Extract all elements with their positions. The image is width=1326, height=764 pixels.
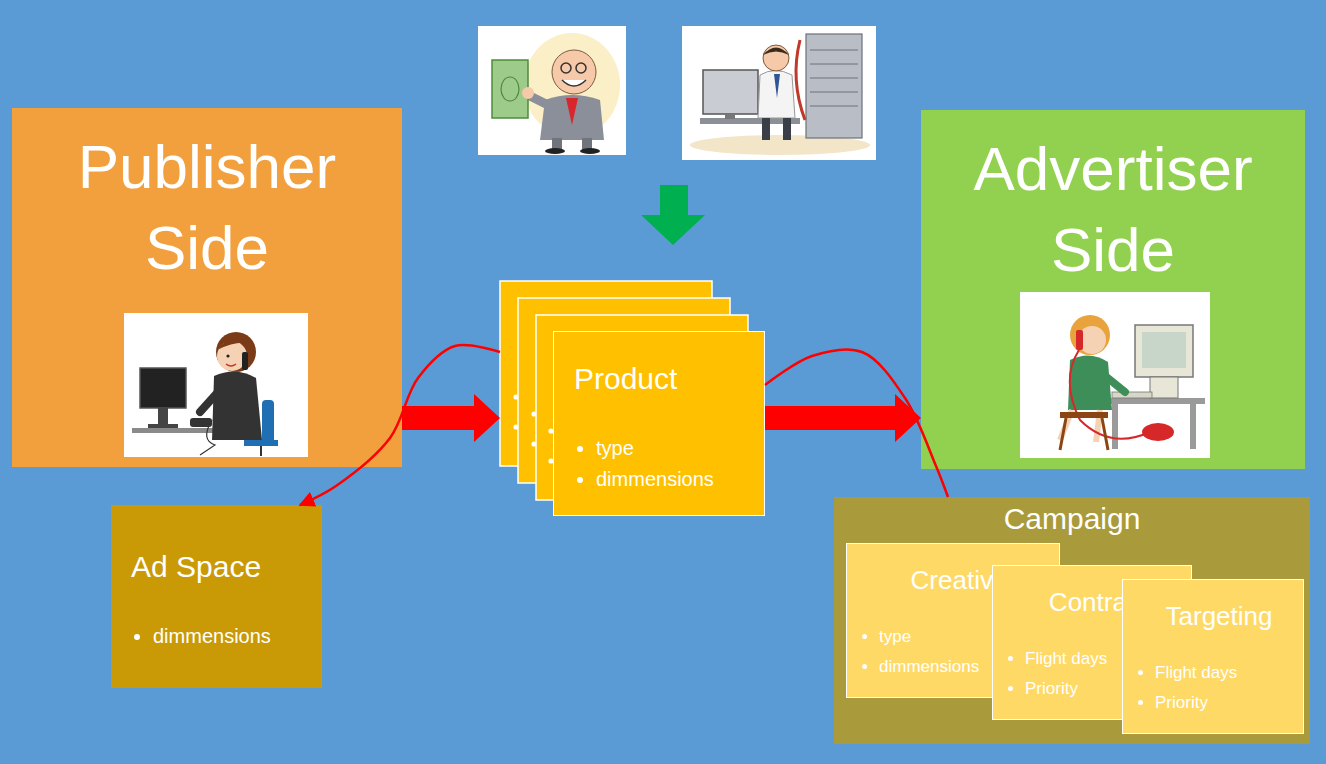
- bullet-list: typedimmensions: [554, 433, 764, 495]
- node-heading: Campaign: [834, 502, 1310, 536]
- publisher-box: Publisher Side: [12, 108, 402, 467]
- node-heading: Product: [574, 362, 764, 396]
- ad-space-box: Ad Space dimmensions: [111, 505, 322, 688]
- block-arrow: [402, 394, 500, 442]
- bullet-item: Flight days: [1155, 658, 1303, 688]
- node-heading: Targeting: [1135, 600, 1303, 632]
- campaign-group: CampaignCreativetypedimmensionsContractF…: [834, 497, 1310, 744]
- curved-connector: [300, 345, 500, 505]
- bullet-item: dimmensions: [153, 621, 322, 651]
- node-heading: Ad Space: [131, 550, 322, 584]
- bullet-item: type: [596, 433, 764, 464]
- bullet-list: Flight daysPriority: [1123, 658, 1303, 718]
- advertiser-box: Advertiser Side: [921, 110, 1305, 469]
- node-heading: Advertiser Side: [948, 128, 1278, 290]
- publisher-illustration: [124, 313, 308, 457]
- curved-connector: [765, 349, 948, 497]
- flow-arrow: [641, 185, 705, 245]
- targeting-card: TargetingFlight daysPriority: [1122, 579, 1304, 734]
- node-heading: Publisher Side: [42, 126, 372, 288]
- product-card-stack: Product typedimmensions: [500, 281, 765, 516]
- bullet-item: dimmensions: [596, 464, 764, 495]
- block-arrow: [765, 394, 921, 442]
- salesman-illustration: [478, 26, 626, 155]
- product-front-card: Product typedimmensions: [553, 331, 765, 516]
- technician-illustration: [682, 26, 876, 160]
- advertiser-illustration: [1020, 292, 1210, 458]
- bullet-list: dimmensions: [111, 621, 322, 651]
- bullet-item: Priority: [1155, 688, 1303, 718]
